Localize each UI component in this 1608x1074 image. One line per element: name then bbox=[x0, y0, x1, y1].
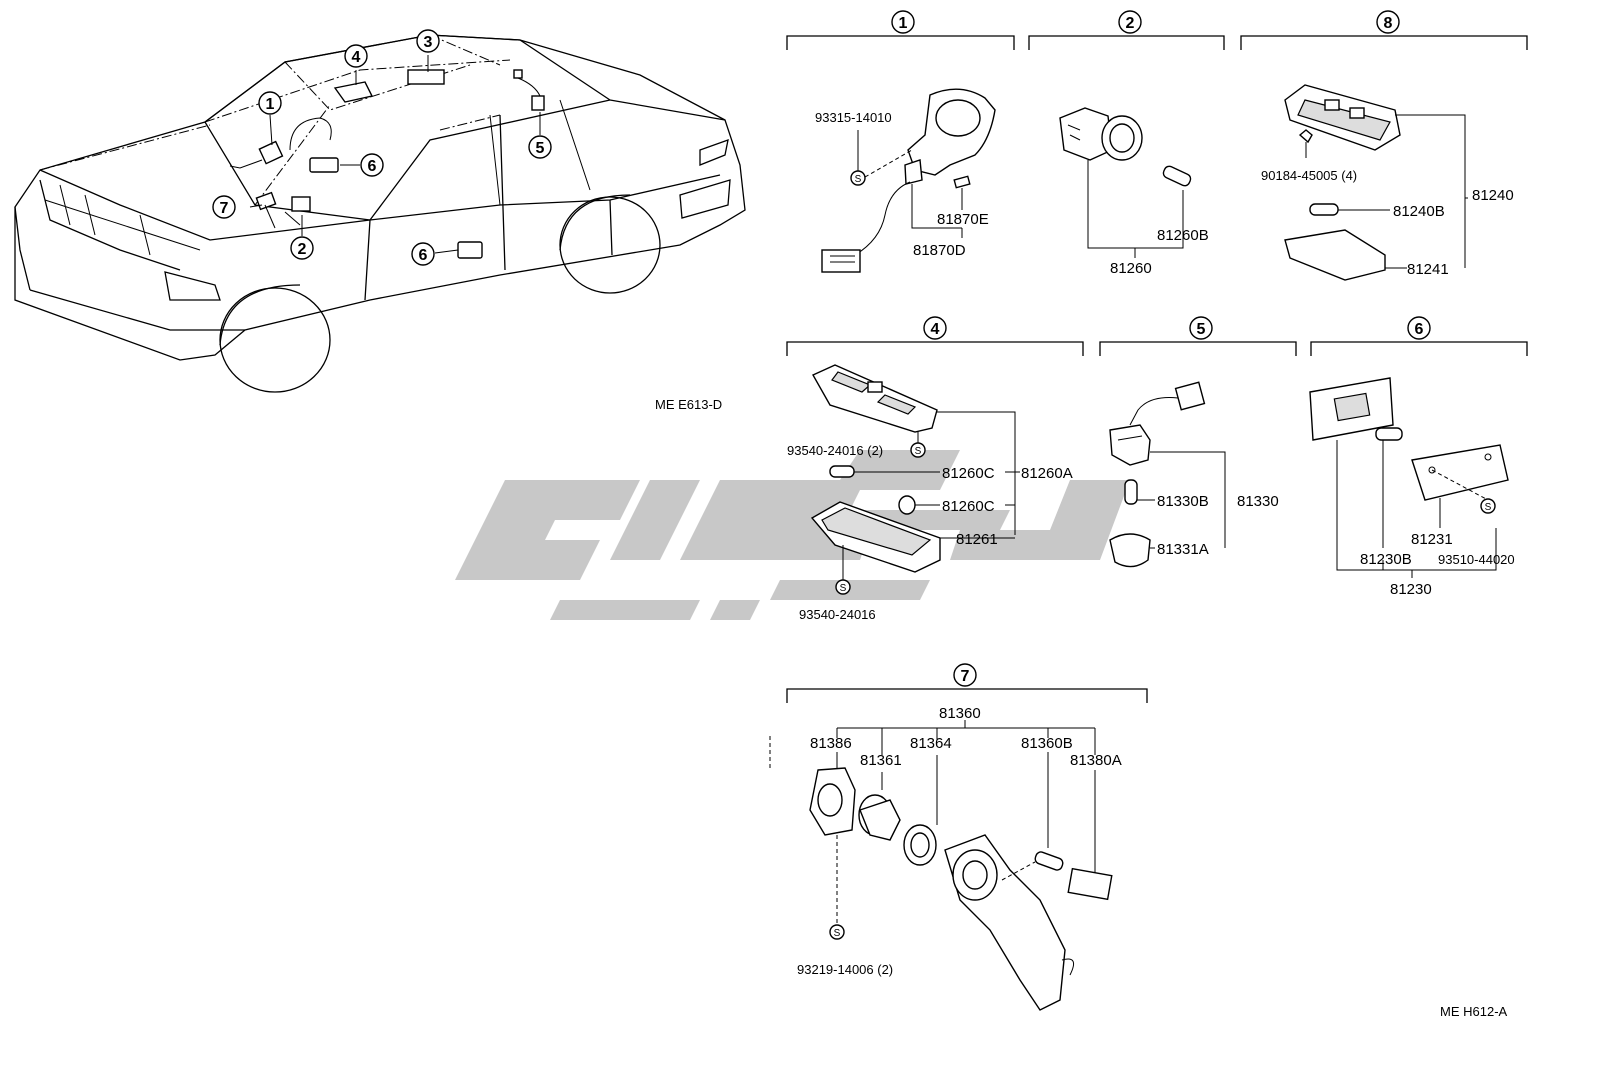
svg-text:7: 7 bbox=[961, 668, 970, 685]
g1-part-81870d: 81870D bbox=[913, 242, 966, 259]
g7-part-81361: 81361 bbox=[860, 752, 902, 769]
diagram-code-left: ME E613-D bbox=[655, 397, 722, 412]
svg-text:8: 8 bbox=[1384, 15, 1393, 32]
g6-part-81230: 81230 bbox=[1390, 581, 1432, 598]
svg-text:1: 1 bbox=[266, 96, 275, 113]
car-callout-2: 2 bbox=[290, 236, 314, 260]
svg-text:6: 6 bbox=[1415, 321, 1424, 338]
svg-text:3: 3 bbox=[424, 34, 433, 51]
svg-text:5: 5 bbox=[1197, 321, 1206, 338]
svg-text:2: 2 bbox=[1126, 15, 1135, 32]
group-5-drawing bbox=[1109, 381, 1226, 568]
group-2-drawing bbox=[1059, 107, 1192, 258]
g4-part-81260c-2: 81260C bbox=[942, 498, 995, 515]
group-4-header: 4 bbox=[786, 316, 1084, 356]
group-1-header: 1 bbox=[786, 10, 1015, 50]
screw-symbol: S bbox=[1485, 502, 1492, 513]
g4-screw1-label: 93540-24016 (2) bbox=[787, 443, 883, 458]
g5-part-81331a: 81331A bbox=[1157, 541, 1209, 558]
svg-text:4: 4 bbox=[931, 321, 940, 338]
g4-part-81261: 81261 bbox=[956, 531, 998, 548]
group-1-drawing: S bbox=[821, 88, 996, 273]
g8-part-81240: 81240 bbox=[1472, 187, 1514, 204]
g4-screw2-label: 93540-24016 bbox=[799, 607, 876, 622]
group-4-drawing: S S bbox=[810, 364, 1020, 595]
group-8-drawing bbox=[1284, 84, 1468, 281]
group-7-header: 7 bbox=[786, 663, 1148, 703]
svg-text:1: 1 bbox=[899, 15, 908, 32]
car-callout-6-door: 6 bbox=[411, 242, 435, 266]
g1-part-81870e: 81870E bbox=[937, 211, 989, 228]
g8-part-81241: 81241 bbox=[1407, 261, 1449, 278]
g6-screw-label: 93510-44020 bbox=[1438, 552, 1515, 567]
diagram-code-right: ME H612-A bbox=[1440, 1004, 1508, 1019]
g8-screw-label: 90184-45005 (4) bbox=[1261, 168, 1357, 183]
g7-part-81364: 81364 bbox=[910, 735, 952, 752]
g6-part-81230b: 81230B bbox=[1360, 551, 1412, 568]
svg-text:7: 7 bbox=[220, 200, 229, 217]
group-5-header: 5 bbox=[1099, 316, 1297, 356]
car-callout-5: 5 bbox=[528, 135, 552, 159]
g4-part-81260a: 81260A bbox=[1021, 465, 1073, 482]
g2-part-81260: 81260 bbox=[1110, 260, 1152, 277]
svg-text:2: 2 bbox=[298, 241, 307, 258]
group-7-drawing: S bbox=[769, 720, 1113, 1011]
g7-part-81386: 81386 bbox=[810, 735, 852, 752]
svg-text:4: 4 bbox=[352, 49, 361, 66]
g2-part-81260b: 81260B bbox=[1157, 227, 1209, 244]
group-2-header: 2 bbox=[1028, 10, 1225, 50]
group-6-drawing: S bbox=[1309, 377, 1509, 578]
car-overview bbox=[14, 34, 746, 393]
g7-part-81360b: 81360B bbox=[1021, 735, 1073, 752]
g5-part-81330b: 81330B bbox=[1157, 493, 1209, 510]
screw-symbol: S bbox=[855, 174, 862, 185]
g7-part-81380a: 81380A bbox=[1070, 752, 1122, 769]
svg-text:6: 6 bbox=[419, 247, 428, 264]
car-callout-6-top: 6 bbox=[360, 153, 384, 177]
svg-text:6: 6 bbox=[368, 158, 377, 175]
screw-symbol: S bbox=[834, 928, 841, 939]
g4-part-81260c-1: 81260C bbox=[942, 465, 995, 482]
screw-symbol: S bbox=[915, 446, 922, 457]
g7-screw-label: 93219-14006 (2) bbox=[797, 962, 893, 977]
car-callout-4: 4 bbox=[344, 44, 368, 68]
g6-part-81231: 81231 bbox=[1411, 531, 1453, 548]
car-callout-3: 3 bbox=[416, 29, 440, 53]
g7-part-81360: 81360 bbox=[939, 705, 981, 722]
svg-text:5: 5 bbox=[536, 140, 545, 157]
g5-part-81330: 81330 bbox=[1237, 493, 1279, 510]
screw-symbol: S bbox=[840, 583, 847, 594]
car-callout-7: 7 bbox=[212, 195, 236, 219]
g1-screw-label: 93315-14010 bbox=[815, 110, 892, 125]
g8-part-81240b: 81240B bbox=[1393, 203, 1445, 220]
group-8-header: 8 bbox=[1240, 10, 1528, 50]
group-6-header: 6 bbox=[1310, 316, 1528, 356]
car-callout-1: 1 bbox=[258, 91, 282, 115]
